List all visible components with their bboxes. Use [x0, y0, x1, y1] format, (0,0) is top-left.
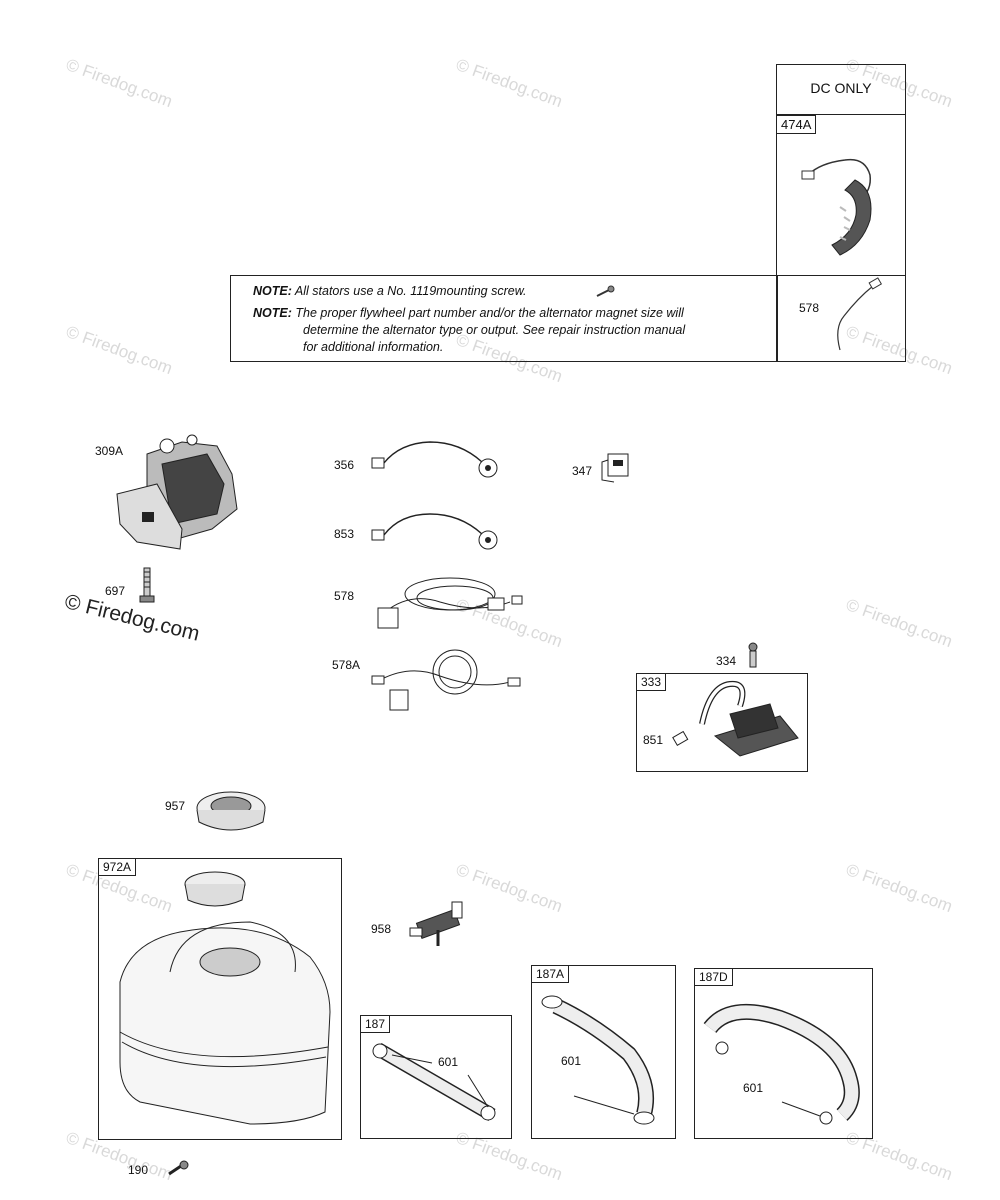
- watermark: © Firedog.com: [843, 595, 955, 652]
- dc-only-header: DC ONLY: [777, 65, 905, 115]
- dc-only-tag: 474A: [777, 115, 817, 134]
- harness-578A-icon: [371, 649, 521, 711]
- tag-972A: 972A: [98, 858, 137, 876]
- label-851: 851: [643, 733, 664, 747]
- label-601-b: 601: [561, 1054, 582, 1068]
- ignition-coil-333-icon: [672, 680, 799, 757]
- tag-187D: 187D: [694, 968, 733, 986]
- note1-text: All stators use a No. 1119mounting screw…: [294, 284, 527, 298]
- shutoff-valve-958-icon: [409, 901, 463, 946]
- ignition-333-box: 333 851: [636, 673, 808, 772]
- label-697: 697: [105, 584, 126, 598]
- label-578: 578: [334, 589, 355, 603]
- label-190: 190: [128, 1163, 149, 1177]
- tag-187: 187: [360, 1015, 391, 1033]
- label-601-c: 601: [743, 1081, 764, 1095]
- note2-line2: determine the alternator type or output.…: [303, 323, 686, 337]
- watermark: © Firedog.com: [843, 860, 955, 917]
- label-957: 957: [165, 799, 186, 813]
- label-853: 853: [334, 527, 355, 541]
- label-347: 347: [572, 464, 593, 478]
- watermark-large: © Firedog.com: [62, 590, 202, 646]
- note2-key: NOTE:: [253, 306, 292, 320]
- fuel-cap-957-icon: [196, 791, 266, 831]
- label-334: 334: [716, 654, 737, 668]
- watermark: © Firedog.com: [453, 860, 565, 917]
- clip-347-icon: [601, 453, 629, 483]
- tag-187A: 187A: [531, 965, 570, 983]
- screw-icon: [596, 285, 615, 297]
- fuel-line-187A-box: 187A 601: [531, 965, 676, 1139]
- fuel-line-187A-icon: [541, 995, 655, 1125]
- fuel-tank-972A-box: 972A: [98, 858, 342, 1140]
- dc-only-divider: [777, 275, 905, 276]
- fuel-line-187D-icon: [703, 1004, 860, 1125]
- label-601-a: 601: [438, 1055, 459, 1069]
- screw-190-icon: [168, 1160, 189, 1176]
- fuel-tank-972A-icon: [119, 871, 331, 1125]
- label-309A: 309A: [95, 444, 124, 458]
- watermark: © Firedog.com: [63, 322, 175, 379]
- starter-309A-icon: [116, 434, 238, 550]
- notes-box: NOTE: All stators use a No. 1119mounting…: [230, 275, 778, 362]
- note2-line1: The proper flywheel part number and/or t…: [295, 306, 684, 320]
- lead-853-icon: [371, 513, 498, 550]
- wire-578-icon: [837, 277, 883, 351]
- dc-only-lower-label: 578: [799, 301, 820, 315]
- tag-333: 333: [636, 673, 667, 691]
- watermark: © Firedog.com: [453, 55, 565, 112]
- lead-356-icon: [371, 441, 498, 478]
- screw-697-icon: [139, 567, 155, 603]
- harness-578-icon: [377, 577, 523, 629]
- stator-474A-icon: [801, 158, 872, 256]
- dc-only-panel: DC ONLY 474A 578: [776, 64, 906, 362]
- label-578A: 578A: [332, 658, 361, 672]
- fuel-line-187-icon: [372, 1042, 496, 1122]
- fuel-line-187D-box: 187D 601: [694, 968, 873, 1139]
- fuel-line-187-box: 187 601: [360, 1015, 512, 1139]
- label-958: 958: [371, 922, 392, 936]
- label-356: 356: [334, 458, 355, 472]
- note1-key: NOTE:: [253, 284, 292, 298]
- note2-line3: for additional information.: [303, 340, 444, 354]
- screw-334-icon: [748, 642, 758, 668]
- watermark: © Firedog.com: [63, 55, 175, 112]
